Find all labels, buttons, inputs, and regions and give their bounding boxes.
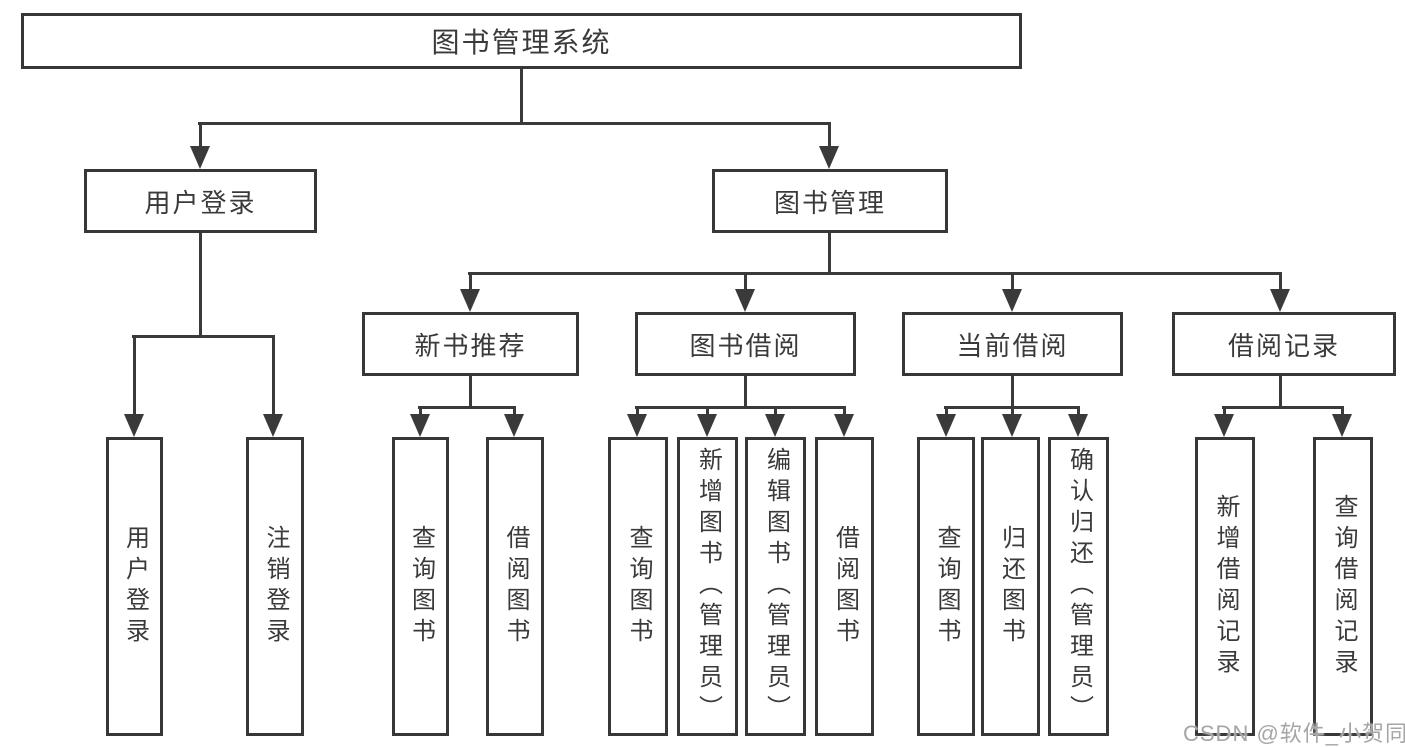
node-book-borrow: 图书借阅 <box>635 312 856 376</box>
node-label: 查询图书 <box>933 524 960 649</box>
connector-line <box>1279 272 1282 292</box>
connector-line <box>469 376 472 406</box>
connector-line <box>419 406 422 416</box>
node-label: 新书推荐 <box>414 330 527 361</box>
leaf-bb-add-books-admin: 新增图书（管理员） <box>677 437 738 736</box>
arrowhead-down <box>1214 414 1234 437</box>
connector-line <box>468 272 1282 275</box>
leaf-cb-confirm-return-admin: 确认归还（管理员） <box>1048 437 1109 736</box>
node-label: 查询图书 <box>625 524 652 649</box>
connector-line <box>945 406 948 416</box>
leaf-user-login: 用户登录 <box>106 437 163 736</box>
node-label: 查询图书 <box>407 524 435 649</box>
connector-line <box>1341 406 1344 416</box>
connector-line <box>418 406 516 409</box>
node-current-borrow: 当前借阅 <box>902 312 1123 376</box>
arrowhead-down <box>410 414 430 437</box>
arrowhead-down <box>834 414 854 437</box>
arrowhead-down <box>627 414 647 437</box>
arrowhead-down <box>460 289 480 312</box>
connector-line <box>744 376 747 406</box>
connector-line <box>1279 376 1282 406</box>
arrowhead-down <box>1270 289 1290 312</box>
node-borrow-records: 借阅记录 <box>1172 312 1396 376</box>
connector-line <box>636 406 639 416</box>
leaf-cb-return-books: 归还图书 <box>981 437 1040 736</box>
leaf-rec-borrow-books: 借阅图书 <box>486 437 544 736</box>
leaf-bb-edit-books-admin: 编辑图书（管理员） <box>745 437 806 736</box>
connector-line <box>133 335 136 415</box>
node-label: 用户登录 <box>121 524 149 649</box>
arrowhead-down <box>765 414 785 437</box>
connector-line <box>1011 376 1014 406</box>
connector-line <box>1222 406 1344 409</box>
connector-line <box>520 69 523 122</box>
node-label: 用户登录 <box>144 187 257 218</box>
node-label: 确认归还（管理员） <box>1065 447 1093 726</box>
node-label: 查询借阅记录 <box>1330 493 1357 680</box>
node-label: 图书管理系统 <box>431 27 612 58</box>
node-user-login: 用户登录 <box>84 169 317 233</box>
connector-line <box>1223 406 1226 416</box>
arrowhead-down <box>124 414 144 437</box>
connector-line <box>199 233 202 335</box>
arrowhead-down <box>1002 414 1022 437</box>
node-label: 图书管理 <box>773 187 886 218</box>
connector-line <box>774 406 777 416</box>
connector-line <box>706 406 709 416</box>
node-label: 编辑图书（管理员） <box>762 447 790 726</box>
connector-line <box>513 406 516 416</box>
arrowhead-down <box>697 414 717 437</box>
node-label: 注销登录 <box>262 524 289 649</box>
connector-line <box>198 122 831 125</box>
node-label: 新增图书（管理员） <box>694 447 722 726</box>
connector-line <box>1011 406 1014 416</box>
node-book-management: 图书管理 <box>712 169 948 233</box>
connector-line <box>828 122 831 152</box>
connector-line <box>199 122 202 152</box>
node-label: 借阅图书 <box>831 524 859 649</box>
leaf-cb-query-books: 查询图书 <box>917 437 975 736</box>
node-label: 归还图书 <box>997 524 1025 649</box>
leaf-br-query-record: 查询借阅记录 <box>1313 437 1373 736</box>
arrowhead-down <box>1332 414 1352 437</box>
arrowhead-down <box>263 414 283 437</box>
connector-line <box>828 233 831 272</box>
arrowhead-down <box>735 289 755 312</box>
connector-line <box>843 406 846 416</box>
arrowhead-down <box>190 146 210 169</box>
arrowhead-down <box>1002 289 1022 312</box>
connector-line <box>635 406 846 409</box>
connector-line <box>744 272 747 292</box>
arrowhead-down <box>504 414 524 437</box>
node-label: 借阅图书 <box>502 524 529 649</box>
leaf-br-add-record: 新增借阅记录 <box>1195 437 1255 736</box>
connector-line <box>1011 272 1014 292</box>
node-new-book-recommend: 新书推荐 <box>362 312 579 376</box>
connector-line <box>132 335 275 338</box>
leaf-rec-query-books: 查询图书 <box>392 437 449 736</box>
arrowhead-down <box>1068 414 1088 437</box>
connector-line <box>469 272 472 292</box>
connector-line <box>1077 406 1080 416</box>
leaf-bb-borrow-books: 借阅图书 <box>815 437 874 736</box>
leaf-logout: 注销登录 <box>246 437 304 736</box>
connector-line <box>272 335 275 415</box>
node-label: 当前借阅 <box>956 330 1069 361</box>
arrowhead-down <box>819 146 839 169</box>
node-label: 新增借阅记录 <box>1212 493 1239 680</box>
csdn-watermark: CSDN @软件_小贺同学 <box>1183 721 1405 746</box>
arrowhead-down <box>936 414 956 437</box>
node-label: 图书借阅 <box>689 330 802 361</box>
leaf-bb-query-books: 查询图书 <box>608 437 668 736</box>
node-label: 借阅记录 <box>1227 330 1340 361</box>
node-root-library-system: 图书管理系统 <box>21 13 1022 69</box>
